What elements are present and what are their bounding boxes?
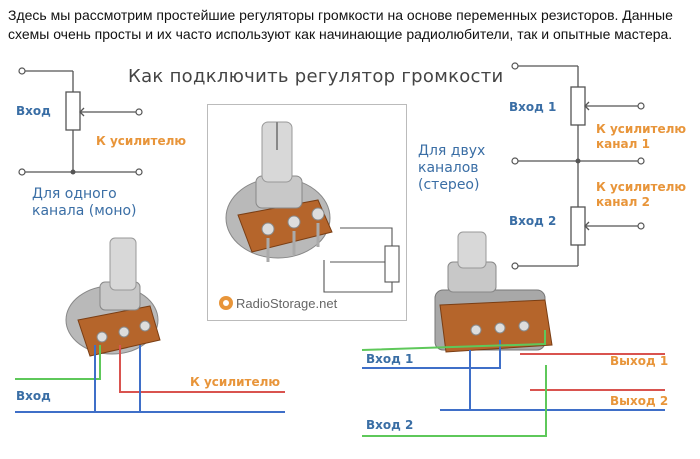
stereo-wire-input2-label: Вход 2 xyxy=(366,418,414,432)
stereo-wires xyxy=(361,330,665,437)
stereo-wire-out1-label: Выход 1 xyxy=(610,354,669,368)
diagram-title: Как подключить регулятор громкости xyxy=(128,66,504,87)
stereo-input2-label: Вход 2 xyxy=(509,214,557,228)
brand-label: RadioStorage.net xyxy=(236,296,338,311)
center-overlay xyxy=(323,227,400,293)
mono-to-amp-label: К усилителю xyxy=(96,134,187,148)
mono-caption: Для одного канала (моно) xyxy=(32,186,137,219)
stereo-ground-dot xyxy=(575,158,581,164)
mono-potentiometer xyxy=(65,237,161,357)
mono-schematic xyxy=(25,70,136,173)
stereo-caption: Для двух каналов (стерео) xyxy=(418,143,486,193)
mono-wires xyxy=(15,345,285,413)
stereo-to-amp1-label: К усилителю канал 1 xyxy=(596,122,687,151)
stereo-potentiometer xyxy=(434,231,553,353)
intro-text: Здесь мы рассмотрим простейшие регулятор… xyxy=(8,7,673,42)
mono-input-label: Вход xyxy=(16,104,51,118)
mono-terminals xyxy=(18,67,143,176)
radiostorage-logo-icon xyxy=(219,296,233,310)
stereo-terminals xyxy=(511,62,645,270)
mono-ground-dot xyxy=(70,169,76,175)
stereo-input1-label: Вход 1 xyxy=(509,100,557,114)
mono-wire-input-label: Вход xyxy=(16,389,51,403)
stereo-wire-out2-label: Выход 2 xyxy=(610,394,669,408)
mono-wire-amp-label: К усилителю xyxy=(190,375,281,389)
stereo-to-amp2-label: К усилителю канал 2 xyxy=(596,180,687,209)
stereo-wire-input1-label: Вход 1 xyxy=(366,352,414,366)
center-potentiometer xyxy=(225,121,333,262)
stereo-schematic xyxy=(518,65,638,267)
